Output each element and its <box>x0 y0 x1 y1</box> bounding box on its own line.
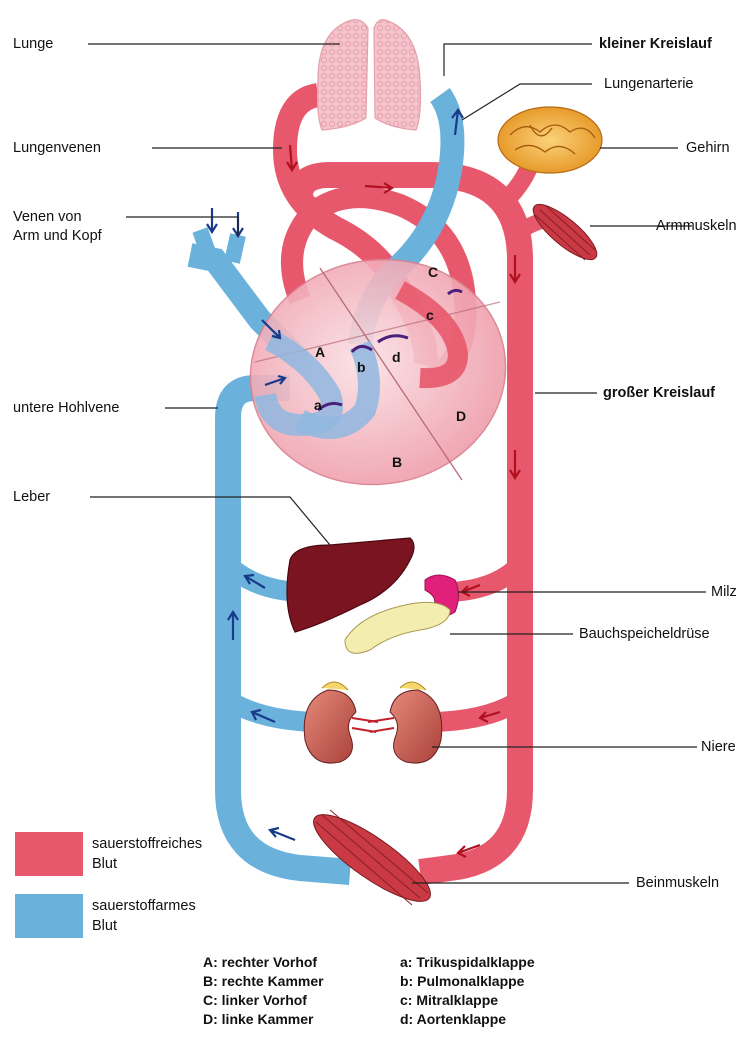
label-lungenarterie: Lungenarterie <box>604 75 694 93</box>
key-left: A: rechter Vorhof B: rechte Kammer C: li… <box>203 953 324 1029</box>
label-venen-2: Arm und Kopf <box>13 227 102 245</box>
heart-label-a: a <box>314 397 322 413</box>
key-b: b: Pulmonalklappe <box>400 972 535 991</box>
arm-muscle <box>526 196 604 267</box>
label-grosser-kreislauf: großer Kreislauf <box>603 384 715 402</box>
label-armmuskeln: Armmuskeln <box>656 217 737 235</box>
heart-label-A: A <box>315 344 325 360</box>
legend-oxygen-rich-line1: sauerstoffreiches <box>92 834 202 854</box>
label-niere: Niere <box>701 738 736 756</box>
legend-swatch-oxygen-poor <box>15 894 83 938</box>
label-leber: Leber <box>13 488 50 506</box>
label-untere-hohlvene: untere Hohlvene <box>13 399 119 417</box>
legend-oxygen-rich: sauerstoffreiches Blut <box>92 834 202 874</box>
legend-oxygen-poor: sauerstoffarmes Blut <box>92 896 196 936</box>
label-lunge: Lunge <box>13 35 53 53</box>
pancreas <box>345 602 450 653</box>
heart-label-B: B <box>392 454 402 470</box>
kidney-vein-branch <box>228 700 315 722</box>
heart-label-D: D <box>456 408 466 424</box>
key-A: A: rechter Vorhof <box>203 953 324 972</box>
key-d: d: Aortenklappe <box>400 1010 535 1029</box>
key-c: c: Mitralklappe <box>400 991 535 1010</box>
heart-label-C: C <box>428 264 438 280</box>
label-beinmuskeln: Beinmuskeln <box>636 874 719 892</box>
label-lungenvenen: Lungenvenen <box>13 139 101 157</box>
lung-left <box>318 20 369 130</box>
legend-oxygen-poor-line2: Blut <box>92 916 196 936</box>
lung-right <box>374 20 421 130</box>
key-B: B: rechte Kammer <box>203 972 324 991</box>
heart-label-d: d <box>392 349 401 365</box>
brain <box>498 107 602 173</box>
key-C: C: linker Vorhof <box>203 991 324 1010</box>
key-D: D: linke Kammer <box>203 1010 324 1029</box>
heart-label-b: b <box>357 359 366 375</box>
key-right: a: Trikuspidalklappe b: Pulmonalklappe c… <box>400 953 535 1029</box>
legend-swatch-oxygen-rich <box>15 832 83 876</box>
legend-oxygen-rich-line2: Blut <box>92 854 202 874</box>
label-gehirn: Gehirn <box>686 139 730 157</box>
legend-oxygen-poor-line1: sauerstoffarmes <box>92 896 196 916</box>
label-milz: Milz <box>711 583 737 601</box>
key-a: a: Trikuspidalklappe <box>400 953 535 972</box>
kidney-right <box>368 682 442 763</box>
label-kleiner-kreislauf: kleiner Kreislauf <box>599 35 712 53</box>
heart-label-c: c <box>426 307 434 323</box>
label-bauchspeicheldruese: Bauchspeicheldrüse <box>579 625 710 643</box>
kidney-left <box>304 682 378 763</box>
label-venen-1: Venen von <box>13 208 82 226</box>
